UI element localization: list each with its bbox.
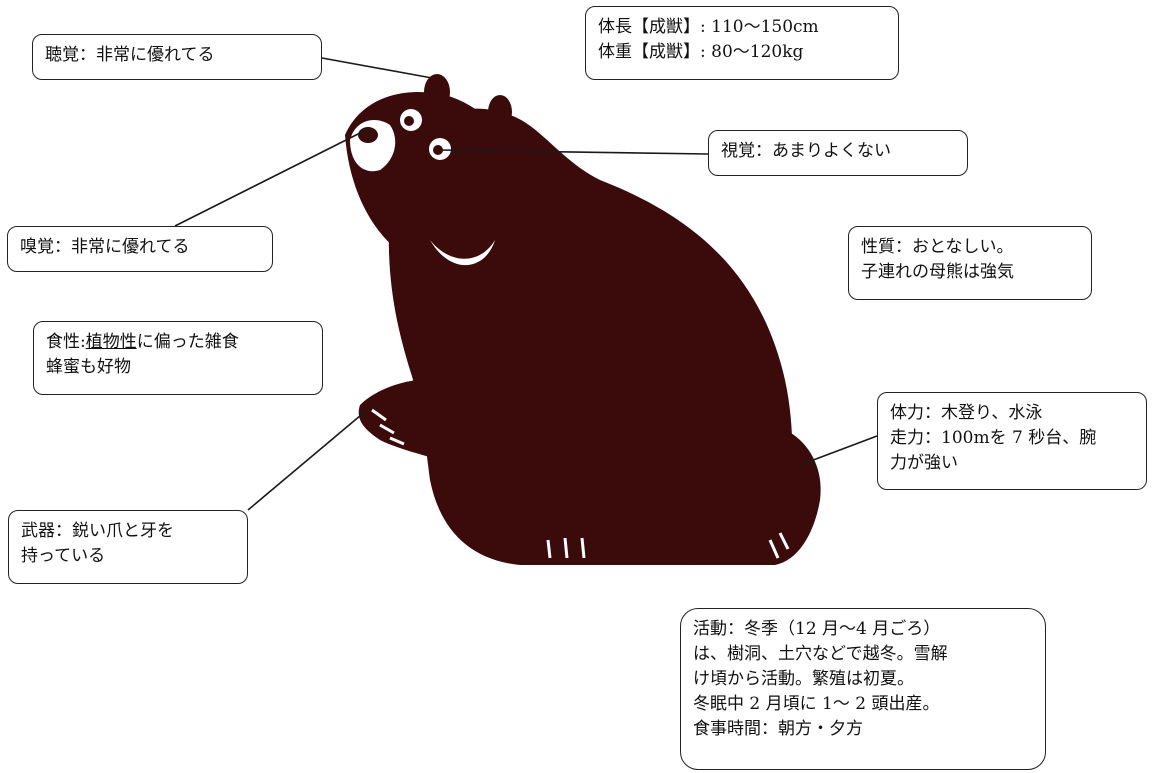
bear-rear-paw [510, 466, 697, 565]
bear-right-leg [740, 425, 821, 565]
leader-smell [174, 127, 371, 227]
bear-ear-right [488, 95, 512, 129]
temperament-callout: 性質：おとなしい。 子連れの母熊は強気 [848, 226, 1092, 300]
leader-hearing [321, 57, 433, 79]
bear-claws-right [768, 532, 790, 559]
bear-ear-left [424, 74, 450, 110]
size-callout: 体長【成獣】: 110〜150cm 体重【成獣】: 80〜120kg [585, 6, 899, 80]
weapon-callout: 武器：鋭い爪と牙を 持っている [8, 510, 248, 584]
bear-claws-rear [546, 537, 586, 559]
hearing-callout: 聴覚：非常に優れてる [32, 34, 322, 80]
leader-vision [439, 149, 709, 155]
leader-weapon [247, 409, 368, 511]
bear-front-leg [358, 378, 496, 470]
diet-underlined: 植物性 [85, 332, 137, 352]
vision-callout: 視覚：あまりよくない [708, 130, 968, 176]
physical-callout: 体力：木登り、水泳 走力：100mを 7 秒台、腕 力が強い [877, 392, 1147, 490]
bear-chest-mark [430, 240, 495, 266]
bear-front-leg-lower [462, 440, 520, 512]
diet-callout: 食性:植物性に偏った雑食 蜂蜜も好物 [33, 321, 323, 395]
activity-callout: 活動：冬季（12 月〜4 月ごろ） は、樹洞、土穴などで越冬。雪解 け頃から活動… [680, 608, 1046, 770]
leader-physical [799, 435, 878, 466]
smell-callout: 嗅覚：非常に優れてる [7, 226, 273, 272]
bear-claws-front [371, 408, 405, 446]
